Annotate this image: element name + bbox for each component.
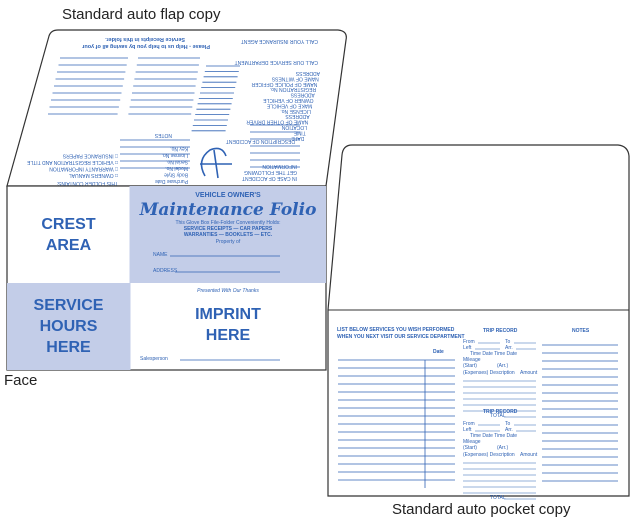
trip-to: To — [505, 421, 511, 427]
flap-call-agent: CALL YOUR INSURANCE AGENT — [241, 38, 318, 44]
trip-time-date: Time Date Time Date — [470, 433, 517, 439]
trip-start: (Start) — [463, 363, 477, 369]
flap-field-label: NAME OF OTHER DRIVER — [246, 119, 308, 125]
date-header: Date — [433, 349, 444, 355]
trip-mileage: Mileage — [463, 357, 481, 363]
flap-description: DESCRIPTION OF ACCIDENT — [226, 138, 295, 144]
trip-mileage: Mileage — [463, 439, 481, 445]
address-label: ADDRESS — [153, 268, 178, 274]
brand-panel — [130, 186, 326, 283]
crest-area: CREST AREA — [41, 215, 96, 254]
trip-expenses: (Expenses) Description — [463, 452, 515, 458]
brand-sub2: SERVICE RECEIPTS — CAR PAPERS — [184, 226, 273, 232]
flap-contains-item: □ OWNERS MANUAL — [69, 172, 118, 178]
flap-field-label: NAME OF POLICE OFFICER — [251, 81, 317, 87]
flap-information: INFORMATION — [262, 163, 297, 169]
flap-vehicle-field: Body Style — [164, 172, 188, 178]
trip-arr: Arr. — [505, 345, 513, 351]
list-header1: LIST BELOW SERVICES YOU WISH PERFORMED — [337, 327, 455, 333]
flap-contains-item: □ VEHICLE REGISTRATION AND TITLE — [26, 159, 118, 165]
flap-vehicle-field: Key No. — [170, 146, 188, 152]
flap-field-label: NAME OF WITNESS — [271, 75, 319, 81]
flap-get-following: GET THE FOLLOWING — [244, 169, 297, 175]
trip-total: TOTAL — [490, 495, 506, 501]
flap-folder-contains: THIS FOLDER CONTAINS: — [57, 180, 118, 186]
trip-from: From — [463, 339, 475, 345]
trip-left: Left — [463, 427, 472, 433]
service-hours-area: SERVICE HOURS HERE — [33, 297, 104, 356]
flap-caption: Standard auto flap copy — [62, 6, 221, 23]
flap-vehicle-field: Purchase Date — [155, 178, 188, 184]
trip-amount: Amount — [520, 452, 538, 458]
trip-arr2: (Arr.) — [497, 363, 508, 369]
flap-help-text2: Service Receipts in this folder. — [105, 36, 185, 42]
trip-arr: Arr. — [505, 427, 513, 433]
imprint-area: IMPRINT HERE — [195, 306, 261, 344]
brand-sub3: WARRANTIES — BOOKLETS — ETC. — [184, 232, 273, 238]
flap-call-service: CALL OUR SERVICE DEPARTMENT — [235, 59, 318, 65]
flap-field-label: MAKE OF VEHICLE — [266, 102, 312, 108]
name-label: NAME — [153, 252, 168, 258]
brand-top: VEHICLE OWNER'S — [195, 192, 261, 199]
flap-field-label: LICENSE No. — [280, 108, 311, 114]
trip-to: To — [505, 339, 511, 345]
trip-record-2: TRIP RECORD — [483, 409, 518, 415]
flap-content: Please - Help us to help you by saving a… — [26, 36, 320, 186]
flap-field-label: REGISTRATION No. — [270, 86, 316, 92]
pocket-caption: Standard auto pocket copy — [392, 501, 571, 518]
pocket-content: LIST BELOW SERVICES YOU WISH PERFORMED W… — [337, 327, 618, 501]
flap-in-case: IN CASE OF ACCIDENT — [242, 175, 297, 181]
trip-record-1: TRIP RECORD — [483, 328, 518, 334]
flap-help-text: Please - Help us to help you by saving a… — [81, 43, 210, 49]
brand-script: Maintenance Folio — [139, 200, 317, 220]
flap-contains-item: □ WARRANTY INFORMATION — [49, 166, 118, 172]
property-of: Property of — [216, 239, 241, 245]
flap-field-label: ADDRESS — [290, 92, 315, 98]
flap-outline — [6, 29, 347, 187]
flap-contains-item: □ INSURANCE PAPERS — [62, 153, 118, 159]
flap-field-label: DATE — [291, 135, 305, 141]
notes-header: NOTES — [572, 328, 590, 334]
trip-start: (Start) — [463, 445, 477, 451]
trip-expenses: (Expenses) Description — [463, 370, 515, 376]
brand-sub1: This Glove Box File-Folder Conveniently … — [175, 220, 280, 226]
service-hours-panel — [7, 283, 130, 370]
trip-arr2: (Arr.) — [497, 445, 508, 451]
trip-from: From — [463, 421, 475, 427]
flap-vehicle-field: License No. — [162, 152, 188, 158]
flap-field-label: ADDRESS — [285, 113, 310, 119]
trip-total: TOTAL — [490, 413, 506, 419]
flap-field-label: ADDRESS — [295, 70, 320, 76]
face-caption: Face — [4, 372, 38, 389]
salesperson-label: Salesperson — [140, 356, 168, 362]
trip-amount: Amount — [520, 370, 538, 376]
flap-field-label: LOCATION — [281, 124, 307, 130]
brand-block: VEHICLE OWNER'S Maintenance Folio This G… — [139, 192, 317, 362]
flap-field-label: OWNER OF VEHICLE — [263, 97, 314, 103]
trip-time-date: Time Date Time Date — [470, 351, 517, 357]
car-logo — [200, 147, 232, 179]
flap-vehicle-field: Serial No. — [166, 159, 188, 165]
trip-left: Left — [463, 345, 472, 351]
list-header2: WHEN YOU NEXT VISIT OUR SERVICE DEPARTME… — [337, 334, 465, 340]
presented-text: Presented With Our Thanks — [197, 288, 259, 294]
flap-notes: NOTES — [154, 132, 172, 138]
